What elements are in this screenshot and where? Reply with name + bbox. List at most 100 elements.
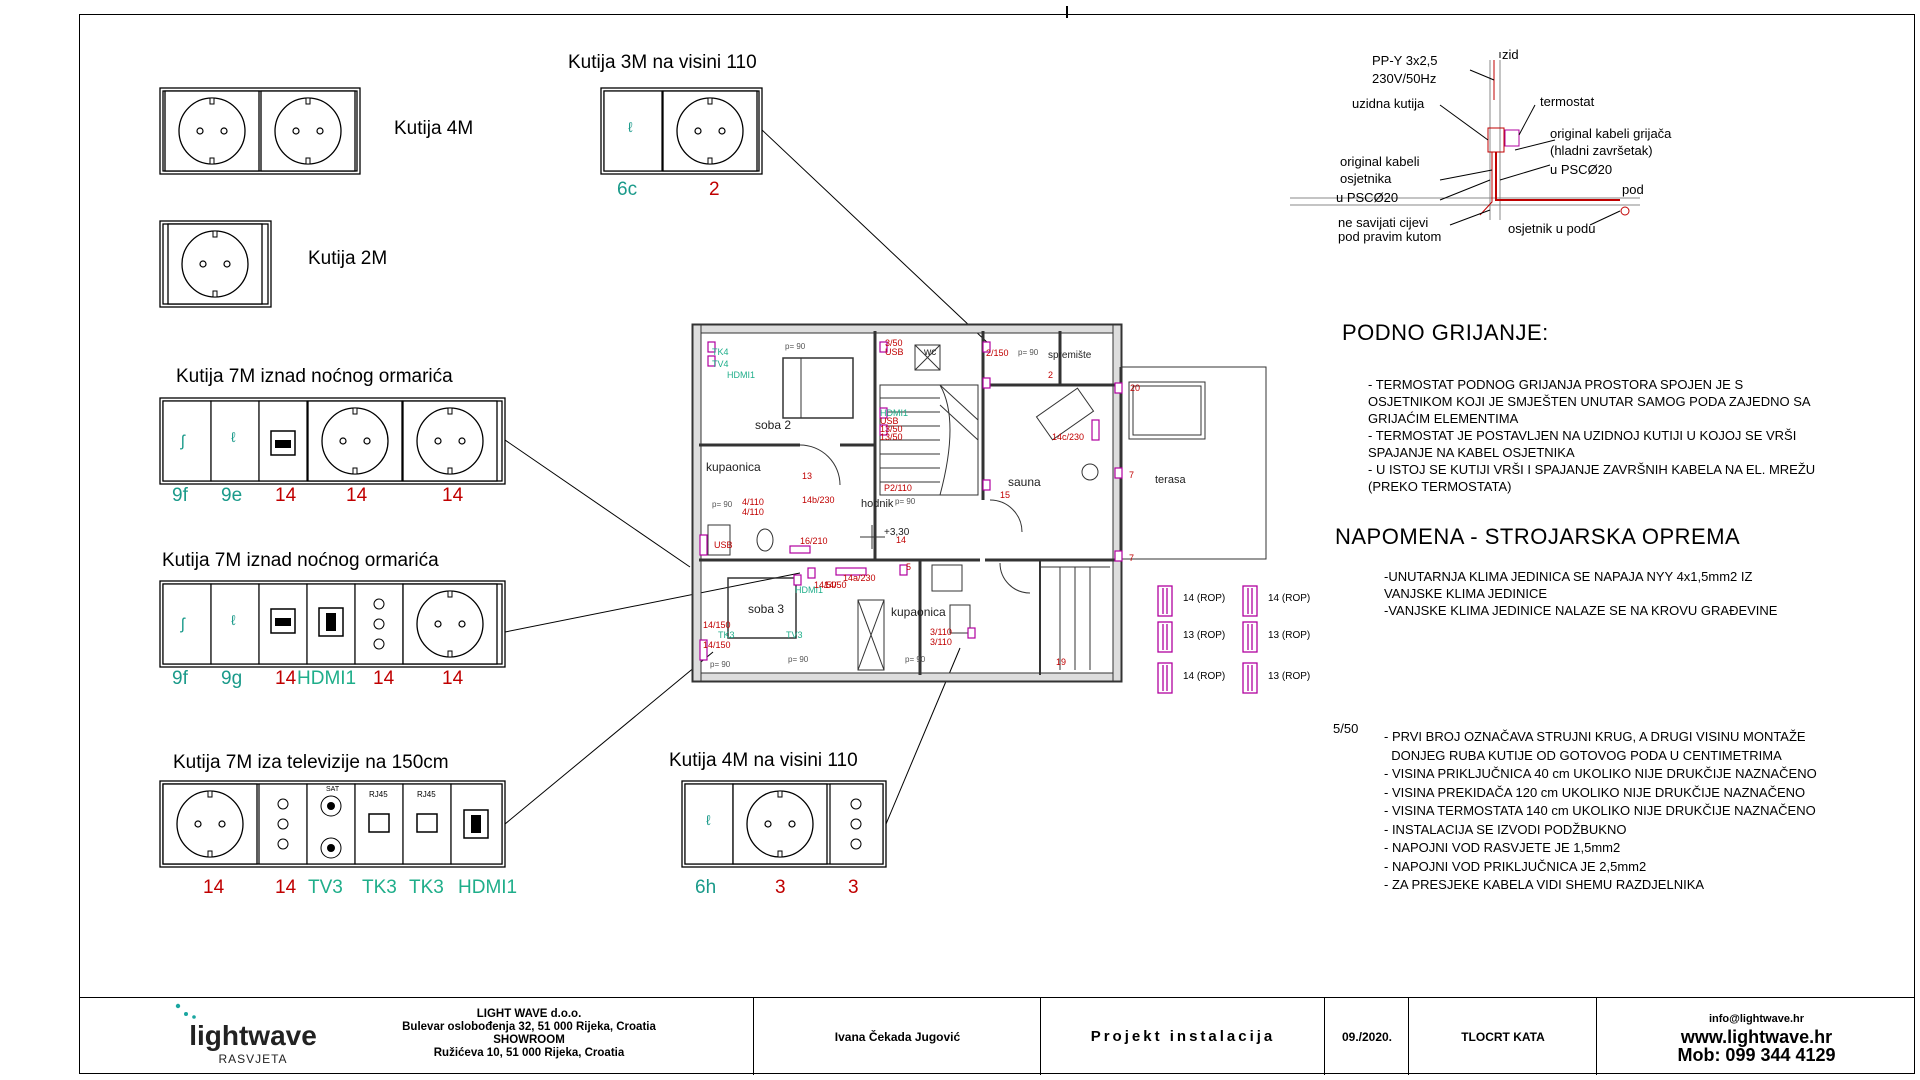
legend-graphics: [1157, 585, 1258, 694]
sheet-title: TLOCRT KATA: [1461, 1029, 1545, 1044]
detail-osjetnik-1: original kabeli: [1340, 154, 1420, 169]
example-code: 5/50: [1333, 721, 1359, 736]
box-2m-graphic: [159, 220, 272, 308]
plan-annotation: 13/50: [880, 432, 903, 442]
box-7m-a-title: Kutija 7M iznad noćnog ormarića: [176, 366, 453, 387]
plan-annotation: 13/50: [880, 424, 903, 434]
project-cell: Projekt instalacija: [1040, 998, 1325, 1075]
napomena-notes: -UNUTARNJA KLIMA JEDINICA SE NAPAJA NYY …: [1384, 568, 1777, 619]
logo-sub: RASVJETA: [218, 1052, 288, 1066]
plan-annotation: 13: [802, 471, 813, 481]
plan-annotation: 19: [1056, 657, 1067, 667]
room-label: spremište: [1048, 350, 1092, 361]
box-7m-a-code: 9e: [221, 485, 243, 506]
floor-plan: [691, 323, 1267, 683]
podno-notes: - TERMOSTAT PODNOG GRIJANJA PROSTORA SPO…: [1368, 376, 1815, 495]
drawing-frame: [79, 14, 1915, 1074]
contact-email: info@lightwave.hr: [1708, 1012, 1805, 1025]
detail-osjetnik-3: u PSCØ20: [1336, 190, 1399, 205]
box-7m-a-code: 14: [442, 485, 464, 506]
plan-annotation: 3/110: [930, 627, 952, 637]
room-label: wc: [924, 347, 937, 358]
note-line: - NAPOJNI VOD RASVJETE JE 1,5mm2: [1384, 840, 1621, 855]
detail-zid: zid: [1502, 47, 1519, 62]
detail-savijati-2: pod pravim kutom: [1338, 229, 1442, 244]
room-label: hodnik: [861, 498, 894, 510]
note-line: OSJETNIKOM KOJI JE SMJEŠTEN UNUTAR SAMOG…: [1368, 394, 1811, 409]
room-label: kupaonica: [891, 605, 946, 619]
contact-mob: Mob: 099 344 4129: [1677, 1044, 1836, 1065]
box-4m-110-graphic: ℓ: [681, 780, 887, 868]
box-7m-b-code: 14: [442, 668, 464, 689]
plan-annotation: TV4: [712, 359, 729, 369]
note-line: - PRVI BROJ OZNAČAVA STRUJNI KRUG, A DRU…: [1384, 729, 1806, 744]
note-line: - VISINA PRIKLJUČNICA 40 cm UKOLIKO NIJE…: [1384, 766, 1817, 781]
box-7m-c-code: TK3: [362, 877, 397, 898]
napomena-title: NAPOMENA - STROJARSKA OPREMA: [1335, 524, 1741, 549]
plan-annotation: 14a/230: [843, 573, 876, 583]
note-line: - ZA PRESJEKE KABELA VIDI SHEMU RAZDJELN…: [1384, 877, 1705, 892]
author: Ivana Čekada Jugović: [834, 1029, 961, 1044]
plan-annotation: USB: [714, 540, 733, 550]
note-line: SPAJANJE NA KABEL OSJETNIKA: [1368, 445, 1575, 460]
svg-text:ʃ: ʃ: [180, 433, 186, 450]
svg-text:ℓ: ℓ: [706, 812, 711, 828]
plan-annotation: 4/110: [742, 497, 764, 507]
company-name: LIGHT WAVE d.o.o.: [476, 1008, 582, 1020]
company-address-2: Ružićeva 10, 51 000 Rijeka, Croatia: [433, 1047, 625, 1059]
room-label: soba 3: [748, 602, 785, 616]
podno-title: PODNO GRIJANJE:: [1342, 320, 1549, 345]
detail-osjetnik-2: osjetnika: [1340, 171, 1392, 186]
plan-annotation: 20: [1130, 383, 1141, 393]
plan-annotation: 7: [1129, 553, 1135, 563]
plan-annotation: 2: [1048, 370, 1054, 380]
note-line: DONJEG RUBA KUTIJE OD GOTOVOG PODA U CEN…: [1384, 747, 1782, 763]
box-3m-code: 6c: [617, 179, 638, 200]
date-cell: 09./2020.: [1324, 998, 1409, 1075]
detail-cable: PP-Y 3x2,5: [1372, 53, 1438, 68]
note-line: - INSTALACIJA SE IZVODI PODŽBUKNO: [1384, 821, 1627, 837]
room-label: terasa: [1155, 474, 1186, 486]
date: 09./2020.: [1341, 1029, 1393, 1044]
detail-termostat: termostat: [1540, 94, 1595, 109]
detail-grijac-1: original kabeli grijača: [1550, 126, 1672, 141]
logo: lightwave RASVJETA: [163, 1020, 343, 1066]
top-tick: [1066, 6, 1068, 18]
leader-lines: [504, 129, 991, 825]
author-cell: Ivana Čekada Jugović: [753, 998, 1041, 1075]
box-7m-b-code: 9g: [221, 668, 243, 689]
room-label: soba 2: [755, 418, 792, 432]
plan-annotation: 2/150: [986, 348, 1009, 358]
contact-web: www.lightwave.hr: [1680, 1026, 1833, 1047]
plan-annotation: p= 90: [712, 500, 733, 509]
box-7m-b-graphic: ʃ ℓ: [159, 580, 506, 668]
plan-annotation: 14/150: [703, 620, 731, 630]
detail-savijati-1: ne savijati cijevi: [1338, 215, 1429, 230]
title-block: lightwave RASVJETA LIGHT WAVE d.o.o. Bul…: [79, 997, 1915, 1075]
note-line: GRIJAĆIM ELEMENTIMA: [1368, 411, 1519, 426]
plan-annotation: TK3: [718, 630, 735, 640]
detail-grijac-3: u PSCØ20: [1550, 162, 1613, 177]
box-7m-c-code: 14: [275, 877, 297, 898]
legend-label: 14 (ROP): [1183, 671, 1226, 682]
plan-annotation: 3/50: [885, 338, 903, 348]
box-7m-a-code: 14: [275, 485, 297, 506]
plan-annotation: p= 90: [710, 660, 731, 669]
box-7m-a-graphic: ʃ ℓ: [159, 397, 506, 485]
note-line: (PREKO TERMOSTATA): [1368, 479, 1512, 494]
logo-word: lightwave: [189, 1020, 317, 1051]
box-7m-c-graphic: [159, 780, 506, 868]
box-3m-graphic: ℓ: [600, 87, 763, 175]
box-4m-graphic: [159, 87, 361, 175]
box-7m-c-code: 14: [203, 877, 225, 898]
device-markers: [699, 341, 1123, 661]
note-line: - VISINA PREKIDAČA 120 cm UKOLIKO NIJE D…: [1384, 784, 1806, 800]
plan-annotation: USB: [880, 416, 899, 426]
sheet-cell: TLOCRT KATA: [1408, 998, 1597, 1075]
plan-annotation: P2/110: [884, 483, 912, 493]
box-7m-b-code: 14: [275, 668, 297, 689]
plan-annotation: 3/110: [930, 637, 952, 647]
box-3m-title: Kutija 3M na visini 110: [568, 52, 757, 73]
plan-annotation: 7: [1129, 470, 1135, 480]
detail-pod: pod: [1622, 182, 1644, 197]
